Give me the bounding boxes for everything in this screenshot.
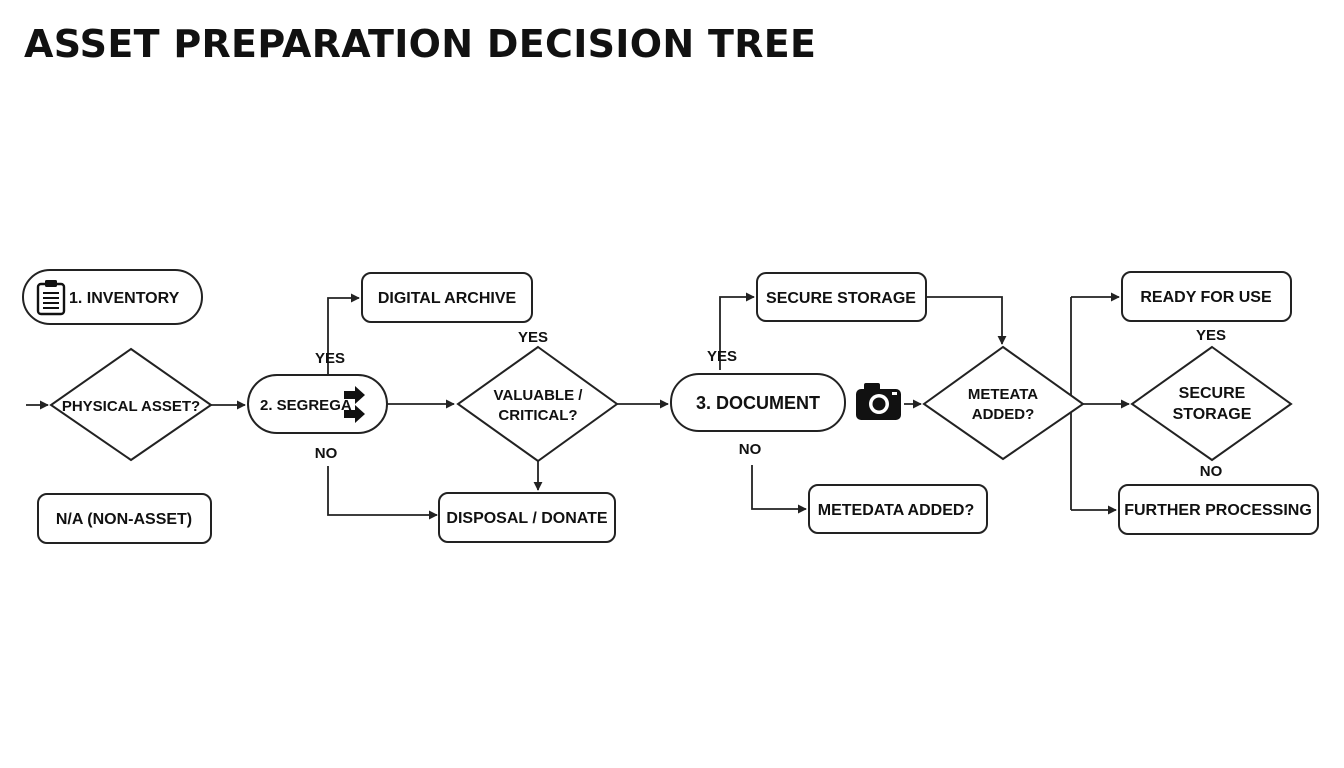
node-valuable-critical[interactable]: VALUABLE / CRITICAL? <box>456 345 619 463</box>
node-metedata-added-box-label: METEDATA ADDED? <box>818 502 974 519</box>
page-title: ASSET PREPARATION DECISION TREE <box>24 22 817 66</box>
edge-label-no: NO <box>1200 463 1223 480</box>
node-disposal-donate-label: DISPOSAL / DONATE <box>446 510 608 527</box>
node-further-processing[interactable]: FURTHER PROCESSING <box>1118 484 1319 535</box>
node-na-non-asset-label: N/A (NON-ASSET) <box>56 511 192 528</box>
edge-secure-storage-to-meteata <box>926 296 1007 345</box>
camera-icon <box>856 383 901 420</box>
edge-segregate-to-disposal <box>327 466 438 520</box>
node-secure-storage-top[interactable]: SECURE STORAGE <box>756 272 927 322</box>
clipboard-icon <box>36 280 66 316</box>
node-further-processing-label: FURTHER PROCESSING <box>1124 502 1312 519</box>
edge-label-yes: YES <box>707 348 737 365</box>
node-meteata-added-line2: ADDED? <box>972 406 1035 423</box>
node-metedata-added-box[interactable]: METEDATA ADDED? <box>808 484 988 534</box>
edge-label-yes: YES <box>1196 327 1226 344</box>
node-inventory[interactable]: 1. INVENTORY <box>22 269 203 325</box>
edge-document-to-secure-storage <box>719 292 755 370</box>
node-disposal-donate[interactable]: DISPOSAL / DONATE <box>438 492 616 543</box>
node-valuable-critical-line2: CRITICAL? <box>498 407 577 424</box>
edge-document-to-metedata-box <box>751 465 807 514</box>
edge-label-no: NO <box>739 441 762 458</box>
node-physical-asset-label: PHYSICAL ASSET? <box>62 398 200 415</box>
node-digital-archive[interactable]: DIGITAL ARCHIVE <box>361 272 533 323</box>
node-segregate[interactable]: 2. SEGREGA⁠ <box>247 374 388 434</box>
node-secure-storage-diamond-line1: SECURE <box>1179 385 1246 402</box>
node-meteata-added[interactable]: METEATA ADDED? <box>922 345 1085 461</box>
node-document[interactable]: 3. DOCUMENT <box>670 373 846 432</box>
node-inventory-label: 1. INVENTORY <box>69 290 180 307</box>
node-na-non-asset[interactable]: N/A (NON-ASSET) <box>37 493 212 544</box>
node-meteata-added-line1: METEATA <box>968 386 1038 403</box>
node-valuable-critical-line1: VALUABLE / <box>494 387 584 404</box>
edge-label-yes: YES <box>518 329 548 346</box>
node-ready-for-use-label: READY FOR USE <box>1140 289 1272 306</box>
node-ready-for-use[interactable]: READY FOR USE <box>1121 271 1292 322</box>
edge-label-yes: YES <box>315 350 345 367</box>
node-digital-archive-label: DIGITAL ARCHIVE <box>378 290 517 307</box>
edge-label-no: NO <box>315 445 338 462</box>
edge-segregate-to-digital-archive <box>327 293 360 375</box>
node-document-label: 3. DOCUMENT <box>696 393 820 413</box>
node-secure-storage-top-label: SECURE STORAGE <box>766 290 916 307</box>
node-physical-asset[interactable]: PHYSICAL ASSET? <box>49 347 213 462</box>
arrows-icon <box>344 386 365 423</box>
node-secure-storage-diamond[interactable]: SECURE STORAGE <box>1130 345 1293 462</box>
node-secure-storage-diamond-line2: STORAGE <box>1173 406 1252 423</box>
node-segregate-label: 2. SEGREGA⁠ <box>260 397 352 414</box>
